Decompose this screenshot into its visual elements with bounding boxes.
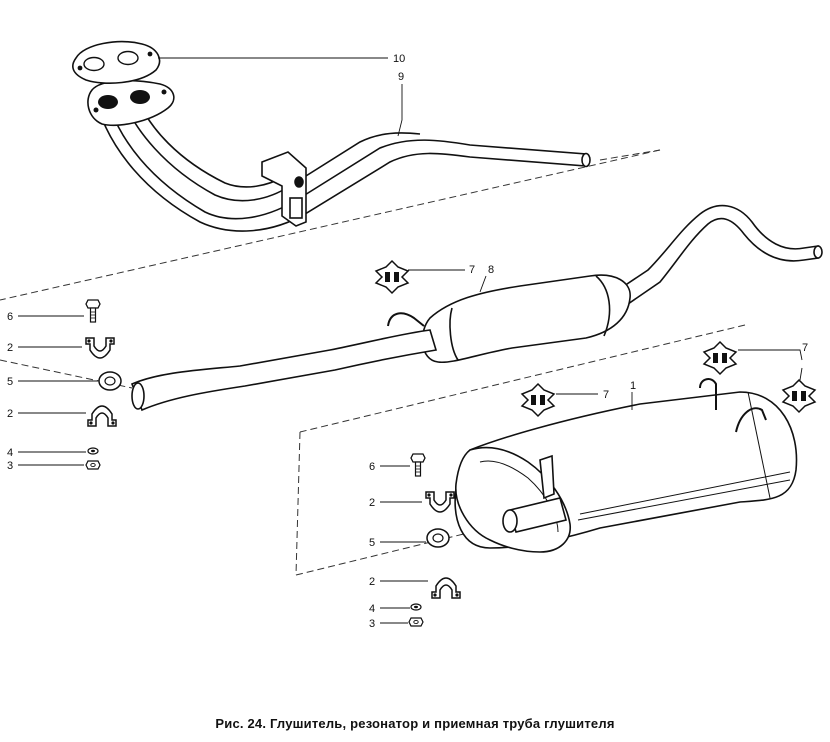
hanger-pad-2 [521, 383, 555, 417]
hanger-pad-4 [782, 379, 816, 413]
leader-lines [18, 57, 803, 624]
resonator-pipe-assembly [130, 204, 823, 412]
figure-caption: Рис. 24. Глушитель, резонатор и приемная… [215, 716, 615, 731]
callout-left-6: 6 [7, 311, 13, 323]
right-fastener-set [408, 453, 461, 627]
flange-gasket [72, 40, 161, 84]
callout-9: 9 [398, 71, 404, 83]
front-exhaust-pipe [97, 97, 591, 232]
hanger-pad-1 [375, 260, 409, 294]
callout-7-muffler: 7 [603, 389, 609, 401]
callout-left-2b: 2 [7, 408, 13, 420]
callout-10: 10 [393, 53, 405, 65]
callout-right-4: 4 [369, 603, 375, 615]
callout-right-3: 3 [369, 618, 375, 630]
callout-numbers: 10 9 8 7 7 7 1 6 2 5 2 4 3 6 2 5 2 4 3 [7, 53, 808, 630]
callout-7-resonator: 7 [469, 264, 475, 276]
callout-1: 1 [630, 380, 636, 392]
hanger-pad-3 [703, 341, 737, 375]
callout-left-5: 5 [7, 376, 13, 388]
callout-right-2a: 2 [369, 497, 375, 509]
callout-right-2b: 2 [369, 576, 375, 588]
callout-left-2a: 2 [7, 342, 13, 354]
callout-left-3: 3 [7, 460, 13, 472]
callout-left-4: 4 [7, 447, 13, 459]
left-fastener-set [85, 299, 122, 470]
main-muffler [454, 378, 798, 553]
callout-8: 8 [488, 264, 494, 276]
callout-right-5: 5 [369, 537, 375, 549]
callout-right-6: 6 [369, 461, 375, 473]
callout-7-right: 7 [802, 342, 808, 354]
pipe-flange [87, 79, 175, 127]
